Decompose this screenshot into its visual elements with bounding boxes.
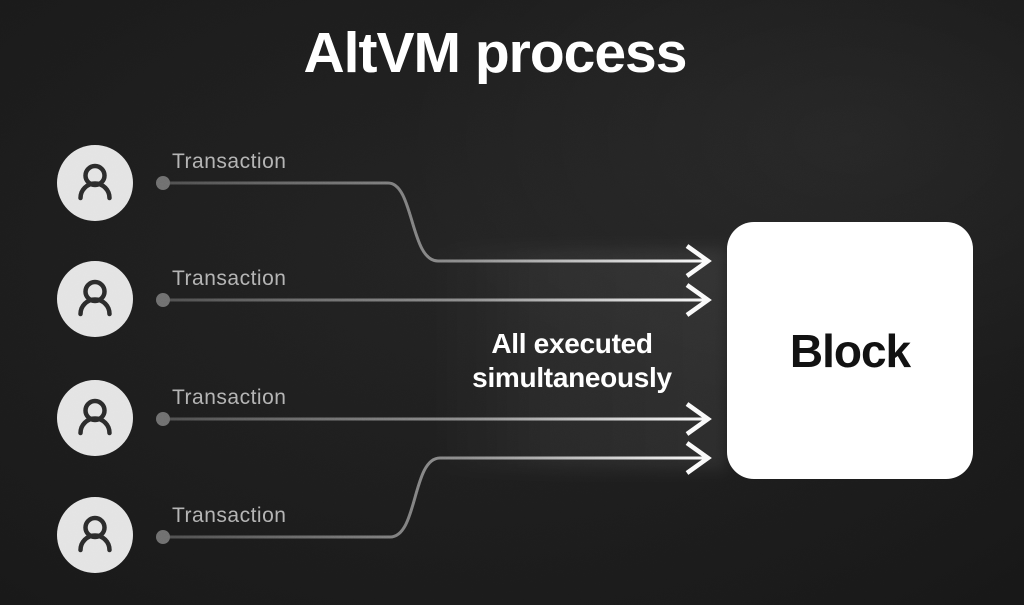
transaction-label-1: Transaction	[172, 150, 287, 173]
user-avatar-2	[57, 261, 133, 337]
user-avatar-1	[57, 145, 133, 221]
line-start-dot-3	[156, 412, 170, 426]
block-box: Block	[727, 222, 973, 479]
user-icon	[57, 380, 133, 456]
line-start-dot-4	[156, 530, 170, 544]
block-label: Block	[789, 324, 911, 377]
page-title: AltVM process	[303, 21, 688, 85]
user-icon	[57, 145, 133, 221]
annotation-text: All executed simultaneously	[422, 327, 722, 395]
user-avatar-3	[57, 380, 133, 456]
transaction-label-3: Transaction	[172, 386, 287, 409]
transaction-label-4: Transaction	[172, 504, 287, 527]
annotation-line-2: simultaneously	[472, 362, 672, 393]
user-icon	[57, 261, 133, 337]
user-avatar-4	[57, 497, 133, 573]
line-start-dot-2	[156, 293, 170, 307]
line-start-dot-1	[156, 176, 170, 190]
annotation-line-1: All executed	[491, 328, 653, 359]
user-icon	[57, 497, 133, 573]
transaction-label-2: Transaction	[172, 267, 287, 290]
